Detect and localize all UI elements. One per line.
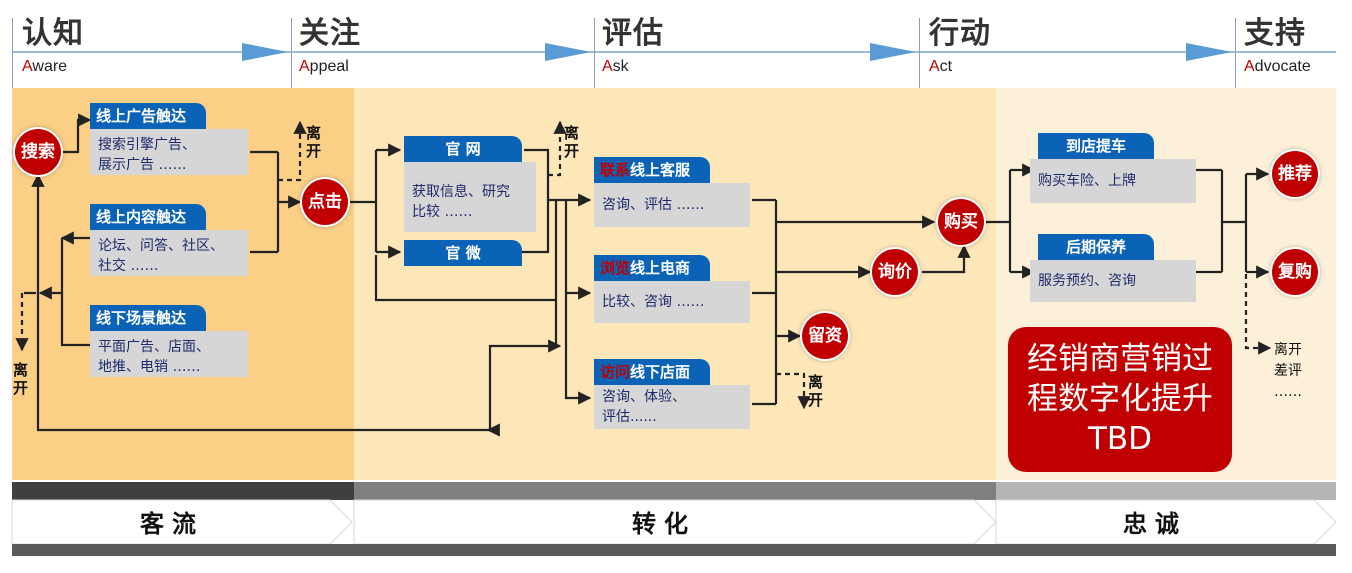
stage-sub-act: Act [929, 58, 953, 75]
online-content-title: 线上内容触达 [90, 204, 206, 230]
stage-divider [919, 18, 920, 88]
service-title: 联系线上客服 [594, 157, 710, 183]
repurchase-node: 复购 [1272, 249, 1318, 295]
online-ad-card: 搜索引擎广告、展示广告 …… [90, 129, 248, 175]
appeal-leave-label: 离开 [306, 124, 322, 160]
aware-leave-label: 离开 [13, 361, 29, 397]
recommend-node: 推荐 [1272, 151, 1318, 197]
ask-leave-top-label: 离开 [564, 124, 580, 160]
stage-divider [1235, 18, 1236, 88]
wechat-title: 官 微 [404, 240, 522, 266]
offline-scene-title: 线下场景触达 [90, 305, 206, 331]
online-ad-title: 线上广告触达 [90, 103, 206, 129]
online-content-card: 论坛、问答、社区、社交 …… [90, 230, 248, 276]
pickup-title: 到店提车 [1038, 133, 1154, 159]
ecommerce-title: 浏览线上电商 [594, 255, 710, 281]
stage-title-appeal: 关注 [299, 16, 361, 51]
advocate-leave-label: 离开差评…… [1274, 342, 1302, 400]
store-title: 访问线下店面 [594, 359, 710, 385]
click-node: 点击 [302, 179, 348, 225]
pickup-card: 购买车险、上牌 [1030, 159, 1196, 203]
stage-sub-advocate: Advocate [1244, 58, 1311, 75]
buy-node: 购买 [938, 199, 984, 245]
maintenance-title: 后期保养 [1038, 234, 1154, 260]
leads-node: 留资 [802, 313, 848, 359]
website-title: 官 网 [404, 136, 522, 162]
stage-title-ask: 评估 [602, 16, 664, 51]
stage-divider [12, 18, 13, 88]
inquiry-node: 询价 [872, 249, 918, 295]
stage-divider [291, 18, 292, 88]
stage-divider [594, 18, 595, 88]
banner-convert: 转化 [632, 510, 696, 538]
ecommerce-card: 比较、咨询 …… [594, 281, 750, 323]
stage-title-act: 行动 [929, 16, 991, 51]
offline-scene-card: 平面广告、店面、地推、电销 …… [90, 331, 248, 377]
banner-flow: 客流 [140, 510, 204, 538]
stage-sub-appeal: Appeal [299, 58, 349, 75]
ask-leave-bottom-label: 离开 [808, 373, 824, 409]
stage-title-advocate: 支持 [1244, 16, 1306, 51]
website-card: 获取信息、研究比较 …… [404, 162, 536, 232]
stage-title-aware: 认知 [22, 16, 84, 51]
service-card: 咨询、评估 …… [594, 183, 750, 227]
maintenance-card: 服务预约、咨询 [1030, 260, 1196, 302]
stage-sub-aware: Aware [22, 58, 68, 75]
search-node: 搜索 [15, 129, 61, 175]
banner-loyalty: 忠诚 [1123, 510, 1187, 538]
stage-sub-ask: Ask [602, 58, 629, 75]
store-card: 咨询、体验、评估...... [594, 385, 750, 429]
